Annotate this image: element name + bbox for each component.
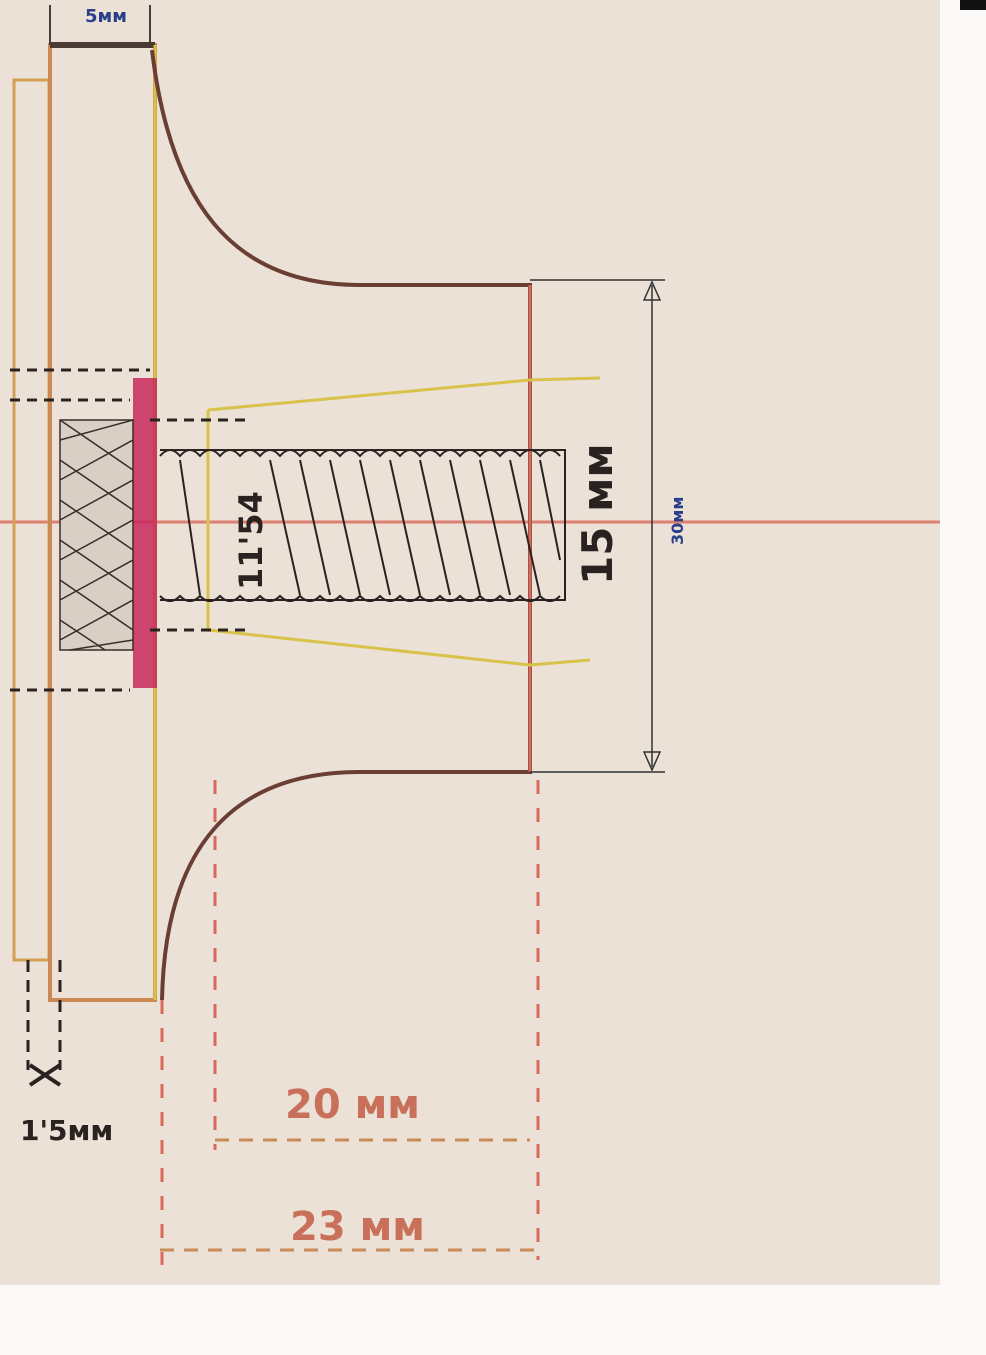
washer-plate (133, 378, 157, 688)
hidden-lines (10, 368, 250, 692)
label-thread-diameter: 11'54 (232, 491, 270, 590)
extension-lines (160, 780, 540, 1265)
dimension-30mm (530, 279, 665, 773)
gap-extension-lines (26, 960, 62, 1070)
threaded-bolt (159, 449, 566, 602)
label-total-length: 23 мм (290, 1204, 425, 1250)
taper-lines (207, 376, 601, 667)
label-top-width: 5мм (85, 6, 127, 27)
label-inner-length: 20 мм (285, 1082, 420, 1128)
gap-cross-mark (28, 1063, 62, 1087)
label-flange-gap: 1'5мм (20, 1114, 113, 1147)
label-bolt-diameter: 15 мм (573, 443, 622, 585)
corner-mark (960, 0, 986, 10)
nut-crosshatch (59, 419, 134, 651)
label-outer-diameter: 30мм (668, 497, 687, 545)
